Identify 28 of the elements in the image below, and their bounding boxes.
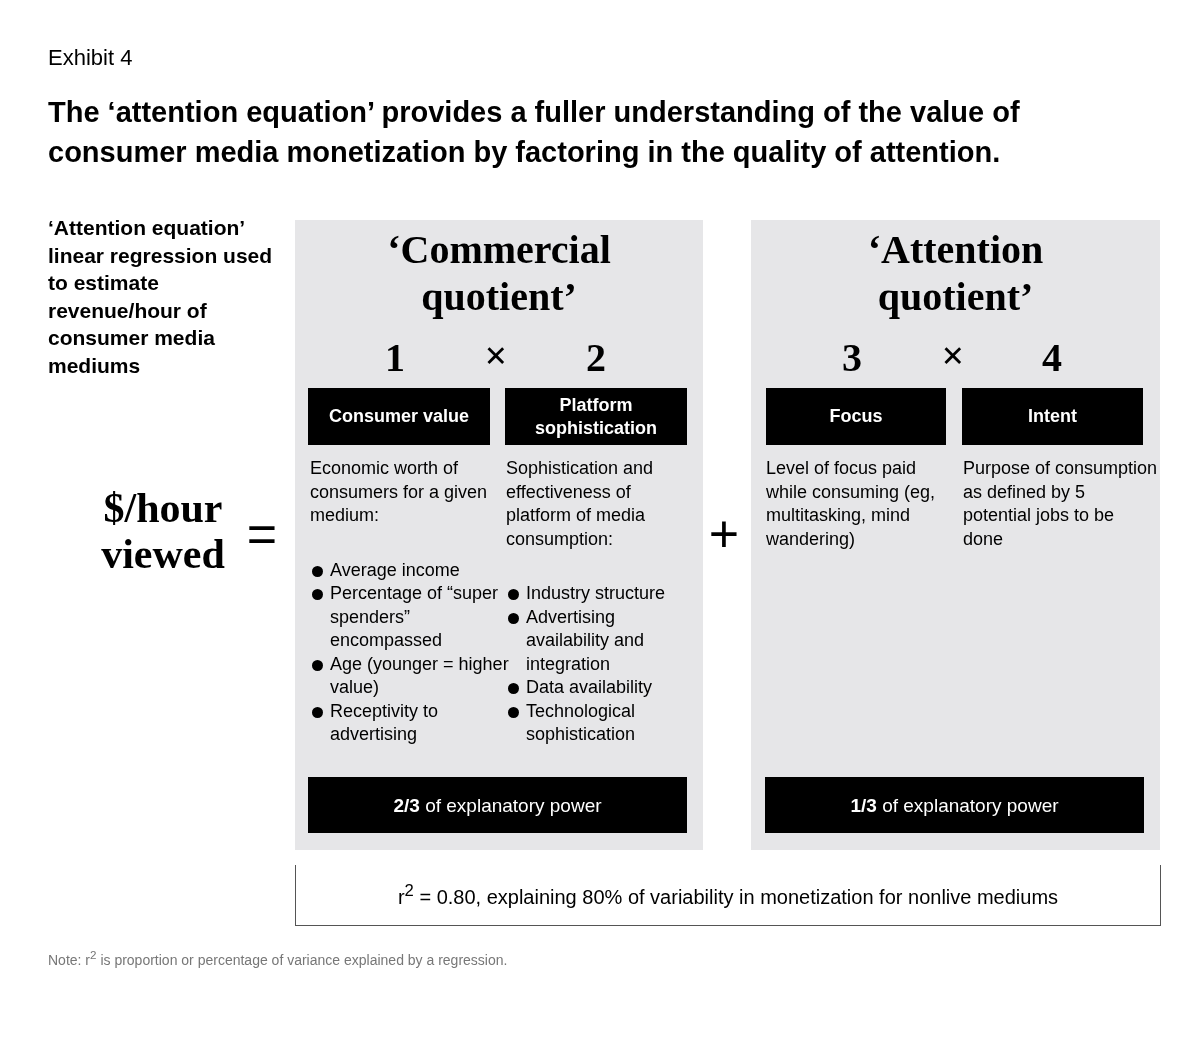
equation-symbol: 3 — [842, 338, 862, 378]
factor-description: Sophistication and effectiveness of platform of media consumption: — [506, 457, 655, 551]
panel-heading: ‘Commercial quotient’ — [386, 226, 612, 320]
bullet-item: Average income — [310, 558, 510, 582]
operator-symbol: = — [246, 508, 278, 560]
title: The ‘attention equation’ provides a fuller understanding of the value of consumer media monetization by factoring in the quality of attention. — [48, 95, 1021, 170]
equation-symbol: × — [484, 336, 508, 376]
panel-heading: ‘Attention quotient’ — [866, 226, 1045, 320]
factor-header: Consumer value — [308, 388, 490, 445]
equation-symbol: 4 — [1042, 338, 1062, 378]
factor-description: Purpose of consumption as defined by 5 potential jobs to be done — [963, 457, 1158, 551]
equation-symbol: 2 — [586, 338, 606, 378]
share-bar: 1/3 of explanatory power — [765, 777, 1144, 833]
factor-header: Platform sophistication — [505, 388, 687, 445]
equation-symbol: × — [941, 336, 965, 376]
operator-symbol: + — [708, 508, 740, 560]
description-text: ‘Attention equation’ linear regression used to estimate revenue/hour of consumer media mediums — [48, 215, 274, 379]
factor-description: Level of focus paid while consuming (eg, multitasking, mind wandering) — [766, 457, 937, 551]
factor-header: Intent — [962, 388, 1143, 445]
exhibit-label: Exhibit 4 — [48, 45, 133, 71]
quotient-panel — [751, 220, 1160, 850]
equation-symbol: 1 — [385, 338, 405, 378]
equation-term: $/hour viewed — [100, 485, 226, 577]
footnote: Note: r$^{2}$ is proportion or percentage of variance explained by a regression. — [48, 948, 508, 968]
share-bar: 2/3 of explanatory power — [308, 777, 687, 833]
quotient-panel — [295, 220, 703, 850]
result-bracket: r$^{2}$ = 0.80, explaining 80% of variability in monetization for nonlive mediums — [295, 865, 1161, 926]
factor-header: Focus — [766, 388, 946, 445]
